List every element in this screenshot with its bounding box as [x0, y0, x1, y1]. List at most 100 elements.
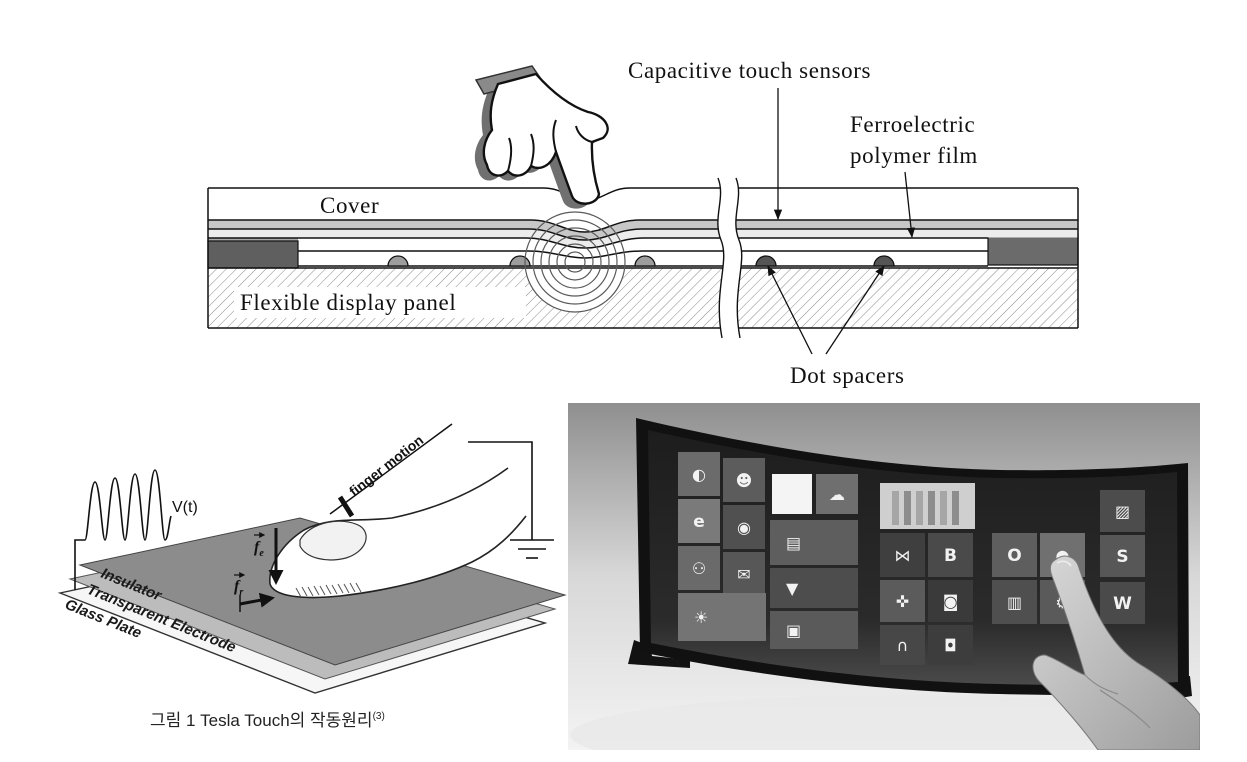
- tile-background: [772, 474, 812, 514]
- news-tile: ▤: [770, 520, 858, 565]
- people-tile: ⚇: [678, 546, 720, 590]
- photo-thumbnail-figure: [952, 491, 959, 525]
- tile-background: [723, 458, 765, 502]
- tile-background: [770, 520, 858, 565]
- tile-background: [678, 593, 766, 641]
- calendar-icon: ▣: [786, 621, 801, 640]
- cloud-tile: ☁: [816, 474, 858, 514]
- music-tile: ☻: [723, 458, 765, 502]
- internet-explorer-tile: e: [678, 499, 720, 543]
- curved-display-photo: ◐☻☁e◉▤⚇✉▼☀▣⋈B✜◙∩◘O●▥⚙▨SW: [568, 403, 1200, 750]
- photo-thumbnail-figure: [940, 491, 947, 525]
- tile-background: [992, 580, 1037, 624]
- ferroelectric-film-layer: [208, 229, 1078, 249]
- photos-tile: ◐: [678, 452, 720, 496]
- start-screen-tiles: ◐☻☁e◉▤⚇✉▼☀▣⋈B✜◙∩◘O●▥⚙▨SW: [678, 452, 1145, 665]
- dot-spacer: [873, 255, 895, 267]
- weather-icon: ☀: [694, 608, 708, 627]
- pressure-rings: [524, 211, 626, 313]
- break-line-left: [717, 177, 725, 339]
- disc-icon: ◉: [737, 518, 751, 537]
- game-controller-icon: ✜: [896, 592, 909, 611]
- desk-reflection: [570, 695, 1200, 750]
- dot-spacer: [755, 255, 777, 267]
- pointing-hand: [474, 65, 609, 209]
- hand-creases: [1084, 674, 1151, 729]
- tile-background: [928, 533, 973, 577]
- photo-thumbnail-figure: [916, 491, 923, 525]
- notebook-icon: ▨: [1115, 502, 1130, 521]
- friction-force-arrow: [239, 592, 275, 608]
- camera-icon: ◙: [943, 592, 959, 611]
- dot-spacers-label: Dot spacers: [790, 363, 905, 388]
- ferroelectric-label-line2: polymer film: [850, 143, 978, 168]
- tile-background: [880, 580, 925, 622]
- blank-white-tile: [772, 474, 812, 514]
- caption-text: 그림 1 Tesla Touch의 작동원리: [150, 711, 373, 730]
- onenote-tile: ▨: [1100, 490, 1145, 532]
- document-icon: ▥: [1007, 593, 1022, 612]
- tile-background: [880, 533, 925, 577]
- ferroelectric-film-arrow: [904, 171, 916, 239]
- tesla-touch-diagram: Insulator Transparent Electrode Glass Pl…: [57, 423, 567, 730]
- messaging-tile: ✉: [723, 552, 765, 596]
- word-tile: W: [1100, 582, 1145, 624]
- force-e-label: fe: [254, 539, 264, 559]
- visual-studio-tile: ⋈: [880, 533, 925, 577]
- tile-background: [816, 474, 858, 514]
- chat-icon: ✉: [737, 565, 750, 584]
- music-icon: ☻: [736, 471, 753, 490]
- tile-background: [992, 533, 1037, 577]
- tile-background: [1100, 582, 1145, 624]
- outlook-logo: O: [1007, 546, 1021, 566]
- finger-motion-label: finger motion: [346, 432, 426, 500]
- news-icon: ▤: [786, 534, 801, 553]
- sensor-bottom-line: [208, 228, 1078, 241]
- tile-background: [1100, 535, 1145, 577]
- photos-icon: ◐: [692, 465, 706, 484]
- dot-spacer-arrow-left: [767, 265, 813, 355]
- photo-thumbnail-figure: [892, 491, 899, 525]
- tile-background: [1100, 490, 1145, 532]
- tile-background: [723, 505, 765, 549]
- internet-explorer-logo: e: [693, 512, 705, 532]
- people-icon: ⚇: [692, 559, 706, 578]
- callout-arrows: [767, 88, 916, 355]
- capacitive-sensor-layer: [208, 220, 1078, 241]
- camera-tile: ◙: [928, 580, 973, 622]
- document-tile: ▥: [992, 580, 1037, 624]
- capacitive-touch-sensors-label: Capacitive touch sensors: [628, 58, 871, 83]
- tile-background: [678, 452, 720, 496]
- disc-tile: ◉: [723, 505, 765, 549]
- word-logo: W: [1113, 594, 1132, 614]
- fingertip-contact-pattern: [295, 582, 362, 598]
- finger-motion-tick: [337, 495, 355, 518]
- tile-background: [678, 546, 720, 590]
- ferroelectric-label-line1: Ferroelectric: [850, 112, 975, 137]
- voltage-label: V(t): [172, 499, 198, 516]
- calendar-tile: ▣: [770, 611, 858, 649]
- video-tile: ◘: [928, 625, 973, 665]
- photo-thumbnail-figure: [904, 491, 911, 525]
- voltage-waveform: [74, 469, 172, 590]
- headphones-icon: ∩: [897, 636, 909, 655]
- figure-caption: 그림 1 Tesla Touch의 작동원리(3): [150, 711, 385, 730]
- tile-background: [678, 499, 720, 543]
- bing-logo: B: [944, 546, 957, 566]
- tile-background: [723, 552, 765, 596]
- hand-knuckle-lines: [507, 119, 593, 172]
- visual-studio-logo: ⋈: [895, 546, 911, 565]
- weather-tile: ☀: [678, 593, 766, 641]
- dot-spacer: [634, 255, 656, 267]
- cloud-icon: ☁: [829, 485, 845, 504]
- touch-sensor-cross-section: Flexible display panel Cover Capacitive …: [207, 58, 1079, 388]
- store-icon: ▼: [786, 579, 799, 598]
- tile-background: [880, 625, 925, 665]
- tile-background: [770, 611, 858, 649]
- fingernail-highlight: [1056, 560, 1072, 567]
- touching-hand: [1032, 555, 1200, 750]
- cover-bottom-line: [208, 219, 1078, 233]
- photo-thumbnail-figure: [928, 491, 935, 525]
- tile-background: [928, 580, 973, 622]
